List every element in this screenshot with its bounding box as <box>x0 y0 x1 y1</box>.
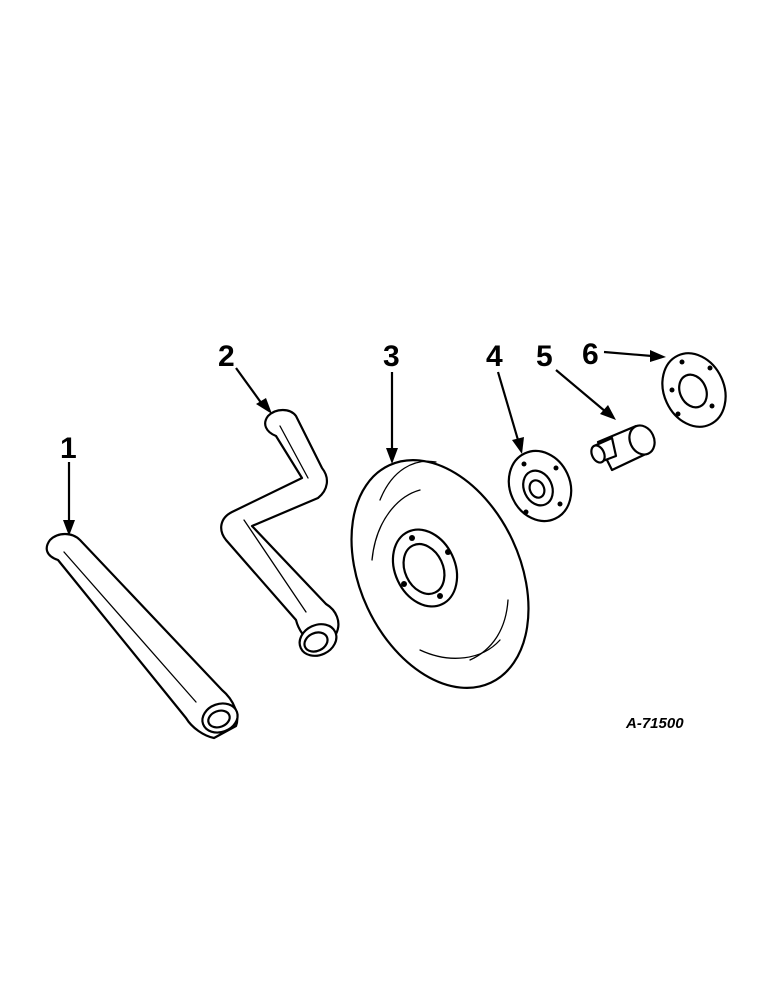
callout-6: 6 <box>582 338 599 371</box>
callout-5: 5 <box>536 340 553 373</box>
callout-3: 3 <box>383 340 400 373</box>
leader-lines <box>63 350 666 536</box>
reference-number: A-71500 <box>625 715 684 732</box>
part-5-spindle <box>590 424 656 472</box>
callout-labels: 1 2 3 4 5 6 <box>60 338 599 465</box>
part-4-bearing-flange <box>507 449 573 523</box>
callout-2: 2 <box>218 340 235 373</box>
part-6-flange-plate <box>661 352 727 428</box>
callout-4: 4 <box>486 340 503 373</box>
part-1-straight-arm <box>45 532 239 740</box>
part-2-offset-arm <box>220 408 340 657</box>
callout-1: 1 <box>60 432 77 465</box>
part-3-disc-blade <box>350 459 530 689</box>
